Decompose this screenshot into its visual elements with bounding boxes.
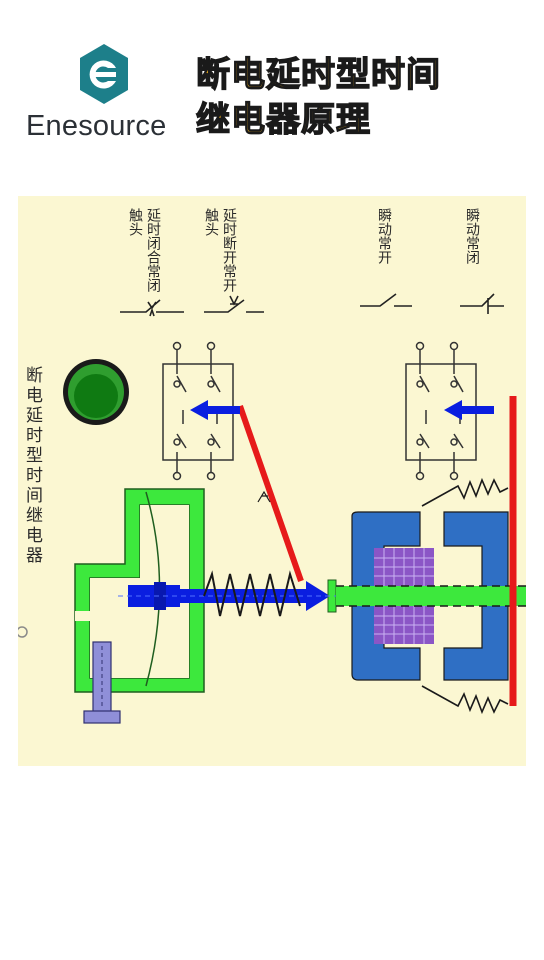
electromagnet (336, 511, 526, 681)
delay-open-symbol-icon (204, 295, 264, 313)
adjusting-screw (83, 641, 121, 724)
instant-arrow-icon (444, 400, 494, 420)
label-instant-close: 瞬动常闭 (464, 208, 480, 264)
armature-spring-bottom (421, 685, 509, 715)
return-spring (203, 570, 301, 617)
relay-diagram-svg (16, 196, 526, 766)
lever-mark-icon (257, 490, 271, 503)
brand-name: Enesource (26, 110, 167, 142)
title-line-1: 断电延时型时间 (195, 55, 441, 95)
title-line-2: 继电器原理 (195, 100, 371, 140)
label-delay-close: 延时闭合常闭触头 (127, 208, 161, 292)
delay-arrow-icon (190, 400, 240, 420)
label-delay-open: 延时断开常开触头 (203, 208, 237, 292)
instant-close-symbol-icon (460, 293, 504, 314)
relay-name-vertical: 断电延时型时间继电器 (22, 366, 42, 566)
contact-symbols (120, 293, 504, 317)
indicator-light-icon (63, 359, 129, 425)
armature-spring-top (421, 477, 509, 507)
instant-open-symbol-icon (360, 293, 412, 307)
lever-arm (237, 405, 304, 582)
enesource-logo-icon (80, 44, 128, 104)
relay-diagram: 断电延时型时间继电器 延时闭合常闭触头 延时断开常开触头 瞬动常开 瞬动常闭 (16, 196, 526, 766)
delay-close-symbol-icon (120, 299, 184, 317)
label-instant-open: 瞬动常开 (376, 208, 392, 264)
